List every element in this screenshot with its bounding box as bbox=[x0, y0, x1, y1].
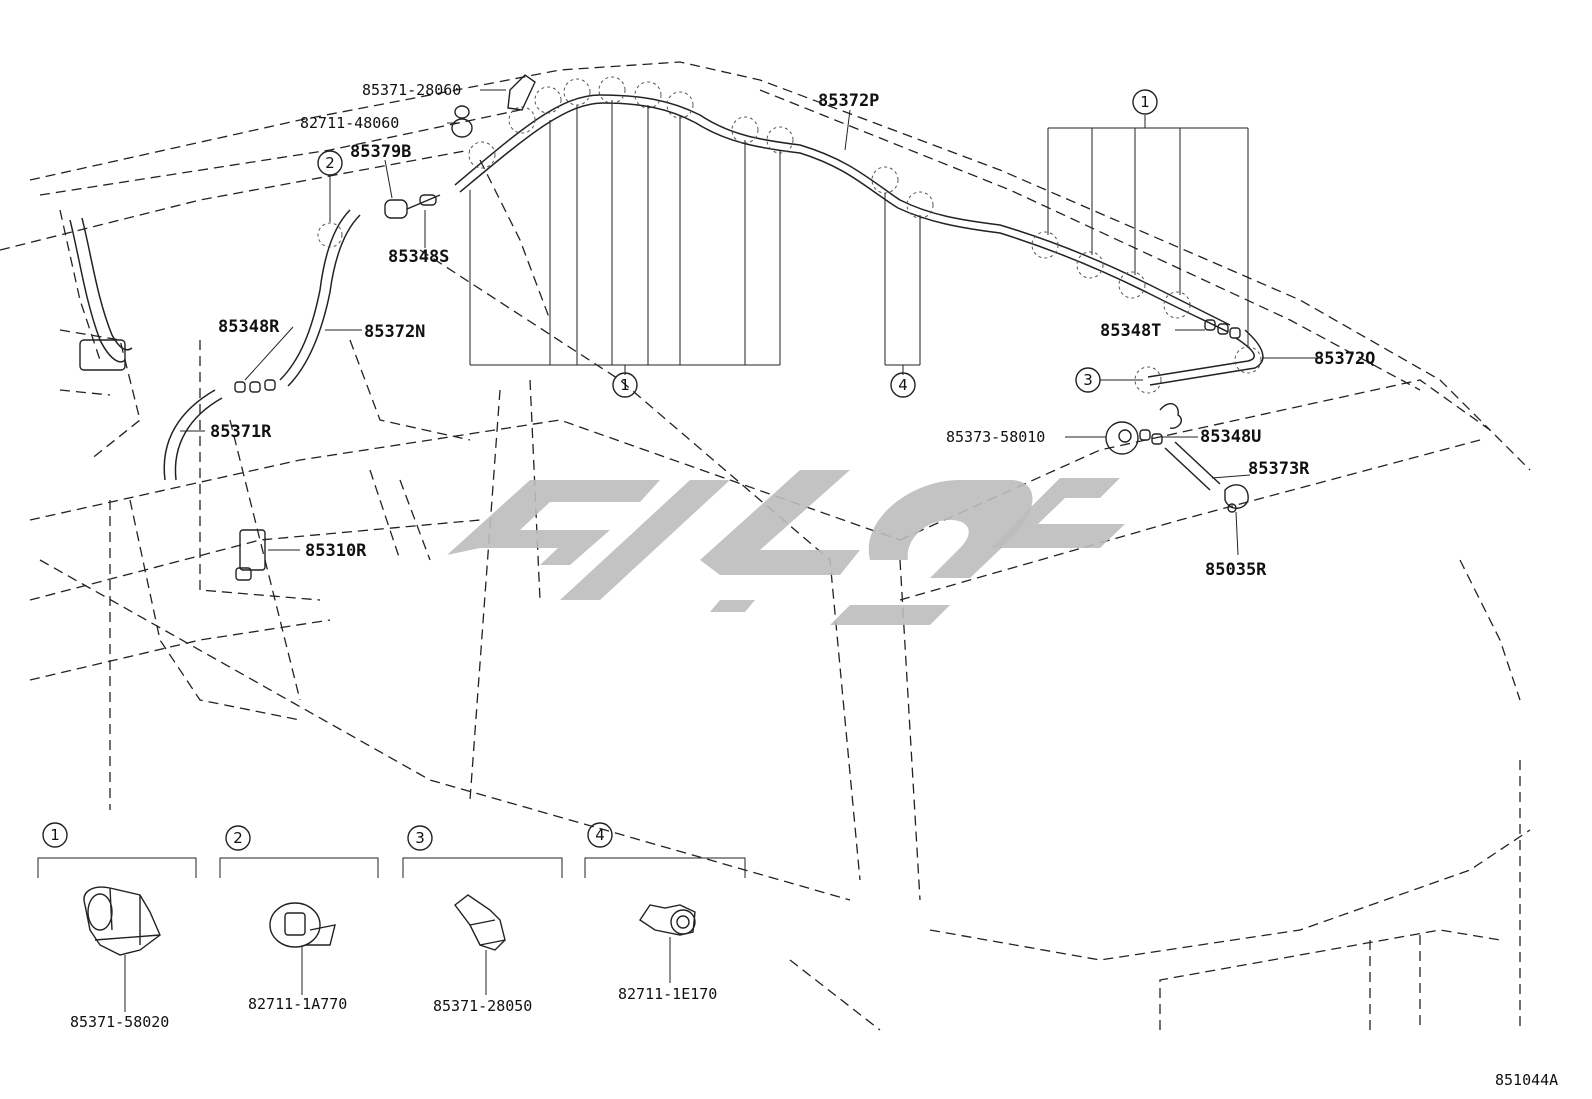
label-85348T: 85348T bbox=[1100, 321, 1161, 341]
legend-part-85371-28050: 85371-28050 bbox=[433, 997, 532, 1015]
part-labels: 85371-28060 82711-48060 85379B 85348S 85… bbox=[210, 81, 1375, 580]
leader-lines bbox=[180, 89, 1320, 556]
callout-3-right: 3 bbox=[1075, 367, 1101, 393]
diagram-callouts: 1 1 2 3 4 bbox=[317, 89, 1158, 398]
label-85373R: 85373R bbox=[1248, 459, 1310, 479]
watermark-logo bbox=[447, 470, 1125, 625]
clip-85371-28050-icon bbox=[454, 894, 506, 951]
label-85373-58010: 85373-58010 bbox=[946, 428, 1045, 446]
clip-markers bbox=[317, 76, 1262, 394]
label-85372N: 85372N bbox=[364, 322, 425, 342]
label-85371-28060: 85371-28060 bbox=[362, 81, 461, 99]
callout-brackets bbox=[469, 100, 1249, 375]
label-85372Q: 85372Q bbox=[1314, 349, 1375, 369]
label-85379B: 85379B bbox=[350, 142, 411, 162]
svg-text:3: 3 bbox=[415, 829, 425, 847]
label-85035R: 85035R bbox=[1205, 560, 1267, 580]
legend-part-85371-58020: 85371-58020 bbox=[70, 1013, 169, 1031]
hose-lines bbox=[69, 94, 1264, 491]
svg-text:2: 2 bbox=[233, 829, 243, 847]
legend: 1 85371-58020 2 82711-1A770 bbox=[37, 822, 746, 1031]
legend-item-1: 1 85371-58020 bbox=[37, 822, 197, 1031]
svg-text:1: 1 bbox=[1140, 93, 1150, 111]
label-85348S: 85348S bbox=[388, 247, 449, 267]
svg-text:1: 1 bbox=[620, 376, 630, 394]
svg-text:3: 3 bbox=[1083, 371, 1093, 389]
svg-text:1: 1 bbox=[50, 826, 60, 844]
diagram-code: 851044A bbox=[1495, 1071, 1558, 1089]
clip-82711-1E170-icon bbox=[639, 904, 696, 936]
label-85371R: 85371R bbox=[210, 422, 272, 442]
clip-85371-58020-icon bbox=[83, 886, 161, 956]
callout-4-mid: 4 bbox=[890, 372, 916, 398]
label-82711-48060: 82711-48060 bbox=[300, 114, 399, 132]
svg-text:4: 4 bbox=[595, 826, 605, 844]
vehicle-outline bbox=[0, 61, 1531, 1031]
legend-item-2: 2 82711-1A770 bbox=[219, 825, 379, 1013]
callout-2-top: 2 bbox=[317, 150, 343, 176]
label-85348U: 85348U bbox=[1200, 427, 1261, 447]
label-85310R: 85310R bbox=[305, 541, 367, 561]
label-85372P: 85372P bbox=[818, 91, 879, 111]
clip-82711-1A770-icon bbox=[269, 902, 336, 948]
callout-1-mid: 1 bbox=[612, 372, 638, 398]
label-85348R: 85348R bbox=[218, 317, 280, 337]
svg-text:2: 2 bbox=[325, 154, 335, 172]
legend-part-82711-1A770: 82711-1A770 bbox=[248, 995, 347, 1013]
legend-part-82711-1E170: 82711-1E170 bbox=[618, 985, 717, 1003]
legend-item-4: 4 82711-1E170 bbox=[584, 822, 746, 1003]
svg-text:4: 4 bbox=[898, 376, 908, 394]
legend-item-3: 3 85371-28050 bbox=[402, 825, 563, 1015]
callout-1-top: 1 bbox=[1132, 89, 1158, 115]
components bbox=[79, 74, 1249, 581]
